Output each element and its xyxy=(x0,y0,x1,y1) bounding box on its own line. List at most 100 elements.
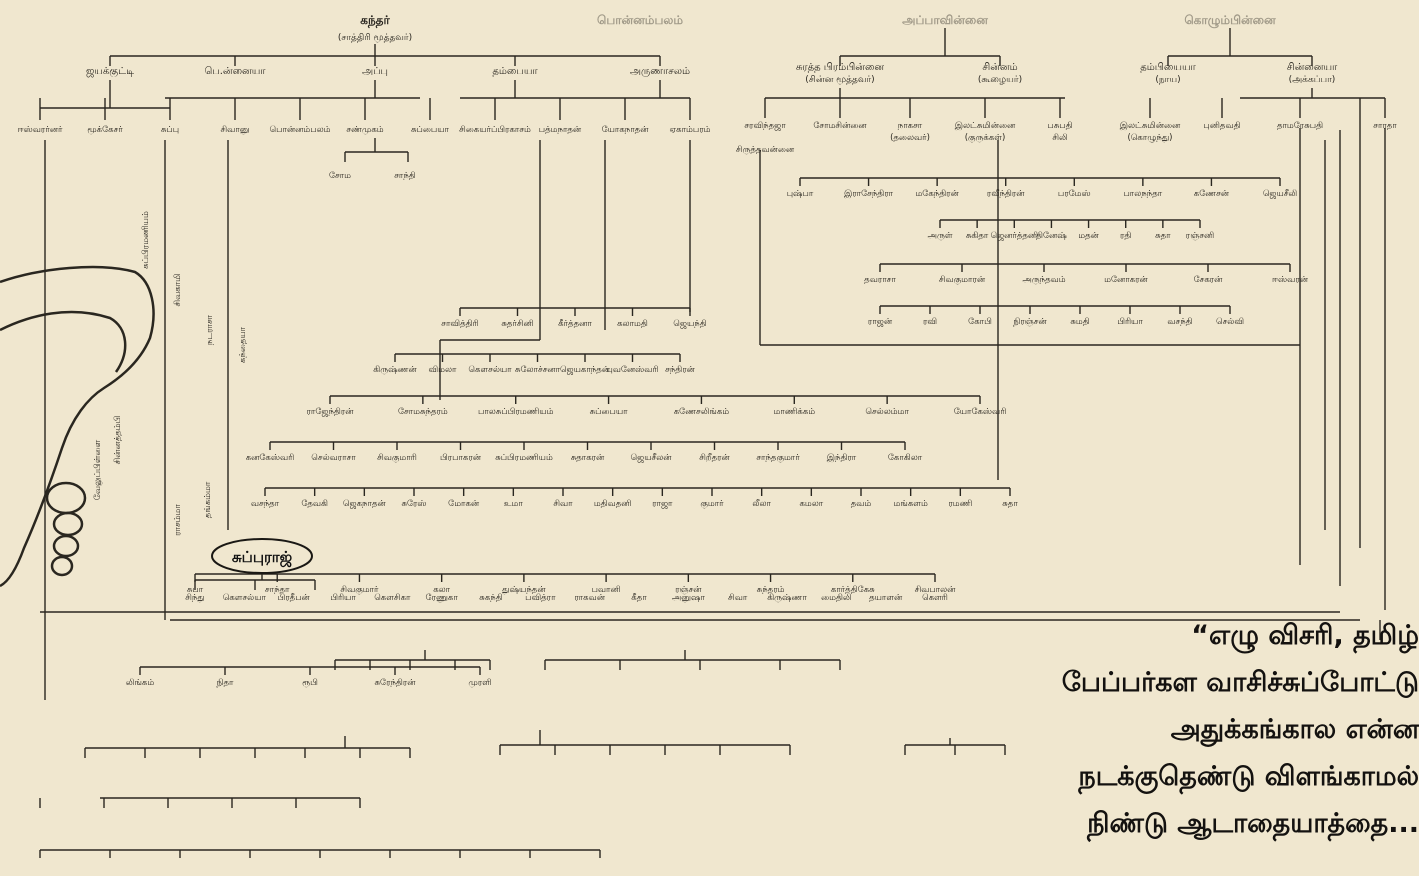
person-name: சாந்தகுமார் xyxy=(756,453,800,464)
person-name: அனுஷா xyxy=(672,593,706,603)
person-name: சிறீதரன் xyxy=(699,453,730,463)
person-name: ராஜன் xyxy=(868,317,893,327)
person-name: சிவகுமாரன் xyxy=(939,275,986,286)
person-name: செல்லம்மா xyxy=(865,407,909,417)
person-name: சுகிதா xyxy=(966,231,989,241)
gen2-name: பொன்னம்பலம் xyxy=(270,125,331,135)
person-name: சிவா xyxy=(728,593,748,603)
gen2-name: நாகசா xyxy=(898,121,923,131)
vertical-name: ராசம்மா xyxy=(173,504,183,536)
vertical-name: தங்கம்மா xyxy=(203,481,213,518)
person-name: ராஜா xyxy=(652,499,673,509)
person-name: மங்களம் xyxy=(894,499,928,509)
vertical-name: வேலுப்பிள்ளை xyxy=(93,438,103,500)
person-name: சோமசுந்தரம் xyxy=(398,407,448,417)
gen2-name: மூக்கேசர் xyxy=(87,125,123,135)
person-name: கீர்த்தனா xyxy=(558,319,592,329)
quote-line-4: நடக்குதெண்டு விளங்காமல் xyxy=(1078,761,1419,792)
gen1-name: ஜயக்குட்டி xyxy=(86,66,134,78)
person-name: பிரியா xyxy=(330,593,356,603)
person-name: நிரஞ்சன் xyxy=(1013,317,1047,327)
person-name: சுதா xyxy=(1002,499,1018,509)
person-name: சுதர்சினி xyxy=(501,319,533,329)
gen1-name: அப்பு xyxy=(362,66,388,77)
person-name: சிந்து xyxy=(185,593,204,603)
vertical-name: நடராசா xyxy=(205,314,215,345)
person-name: சாவித்திரி xyxy=(441,319,478,329)
head-name: கொழும்பின்னை xyxy=(1184,13,1276,28)
person-name: மகேந்திரன் xyxy=(915,189,959,199)
person-name: ரஞ்சன் xyxy=(675,585,702,595)
quote-line-2: பேப்பர்கள வாசிச்சுப்போட்டு xyxy=(1061,667,1419,698)
head-note: (சாத்திரி மூத்தவர்) xyxy=(338,33,412,43)
head-name: அப்பாவின்னை xyxy=(902,13,988,27)
person-name: சுப்பையா xyxy=(590,407,629,417)
gen1-name: தம்பையா xyxy=(492,66,538,77)
person-name: பவானி xyxy=(592,585,621,595)
person-name: வசந்தி xyxy=(1167,317,1192,327)
person-name: கோபி xyxy=(968,317,992,327)
person-name: சிவகுமார் xyxy=(340,585,379,596)
gen2-name: தாமரேசுபதி xyxy=(1277,121,1323,131)
vertical-name: கந்தையா xyxy=(238,326,248,363)
person-name: தேவகி xyxy=(301,499,328,509)
person-name: புவனேஸ்வரி xyxy=(606,365,658,375)
person-name: பிரபாகரன் xyxy=(440,453,482,463)
person-name: ராகவன் xyxy=(574,593,605,603)
small-name: சாந்தி xyxy=(394,171,416,181)
person-name: மதிவதனி xyxy=(594,499,632,509)
person-name: சுப்பிரமணியம் xyxy=(495,453,553,463)
person-name: குமார் xyxy=(700,499,724,510)
gen1-name: சின்னம் xyxy=(982,62,1017,73)
gen1-name: பெ.ன்னையா xyxy=(204,66,266,77)
tree-labels: கந்தர்பொன்னம்பலம்அப்பாவின்னைகொழும்பின்னை… xyxy=(18,13,1398,688)
gen2-name: சிருத்தவன்னை xyxy=(736,145,795,155)
person-name: பிரியா xyxy=(1117,317,1143,327)
person-name: கெளசிகா xyxy=(374,593,411,603)
person-name: ஜெகநாதன் xyxy=(343,499,387,509)
person-name: முரளி xyxy=(468,678,492,688)
person-name: கௌசல்யா xyxy=(223,593,267,603)
gen2-note: (தலைவர்) xyxy=(890,133,930,143)
person-name: சுதாகரன் xyxy=(571,453,605,463)
highlight-name: சுப்புராஜ் xyxy=(232,548,293,567)
person-name: புஷ்பா xyxy=(787,189,814,199)
gen1-name: சின்னையா xyxy=(1287,62,1338,73)
person-name: வசந்தா xyxy=(251,499,280,509)
person-name: கீதா xyxy=(631,593,647,603)
person-name: சுரேஸ் xyxy=(401,499,427,509)
person-name: சுரேந்திரன் xyxy=(374,678,416,688)
gen2-name: சுப்பையா xyxy=(411,125,450,135)
person-name: சிவகுமாரி xyxy=(377,453,417,464)
person-name: கிருஷ்ணா xyxy=(767,593,807,603)
vertical-name: சிவகாமி xyxy=(173,273,183,307)
quote-line-5: நிண்டு ஆடாதையாத்தை... xyxy=(1087,808,1419,839)
person-name: கிருஷ்ணன் xyxy=(373,365,417,375)
person-name: உமா xyxy=(504,499,524,509)
person-name: கௌசல்யா xyxy=(468,365,512,375)
person-name: மனோகரன் xyxy=(1104,275,1148,285)
person-name: சேகரன் xyxy=(1194,275,1224,285)
gen2-note: (குருக்கள்) xyxy=(965,133,1006,144)
vertical-name: சின்னத்தம்பி xyxy=(113,415,123,464)
person-name: சந்திரன் xyxy=(665,365,696,375)
gen2-note: (கொழுந்து) xyxy=(1127,133,1172,143)
quote-line-3: அதுக்கங்கால என்ன xyxy=(1170,714,1419,745)
person-name: மதன் xyxy=(1078,231,1099,241)
gen2-name: யோகநாதன் xyxy=(602,125,650,135)
gen2-name: ஈஸ்வரர்னர் xyxy=(18,125,63,135)
gen2-name: சுப்பு xyxy=(161,125,179,135)
person-name: சிவா xyxy=(553,499,573,509)
quote-line-1: “எழு விசரி, தமிழ் xyxy=(1191,620,1419,651)
person-name: ஈஸ்வரன் xyxy=(1272,275,1309,285)
person-name: சுகந்தி xyxy=(479,593,502,603)
person-name: பாலசுப்பிரமணியம் xyxy=(478,407,554,417)
person-name: துஷ்யந்தன் xyxy=(502,585,546,595)
person-name: சிவபாலன் xyxy=(915,585,957,595)
head-name: பொன்னம்பலம் xyxy=(597,13,683,27)
person-name: கலாமதி xyxy=(617,319,648,329)
person-name: சுமதி xyxy=(1070,317,1089,327)
person-name: பிரதீபன் xyxy=(278,593,311,603)
small-name: சோம xyxy=(329,171,351,181)
